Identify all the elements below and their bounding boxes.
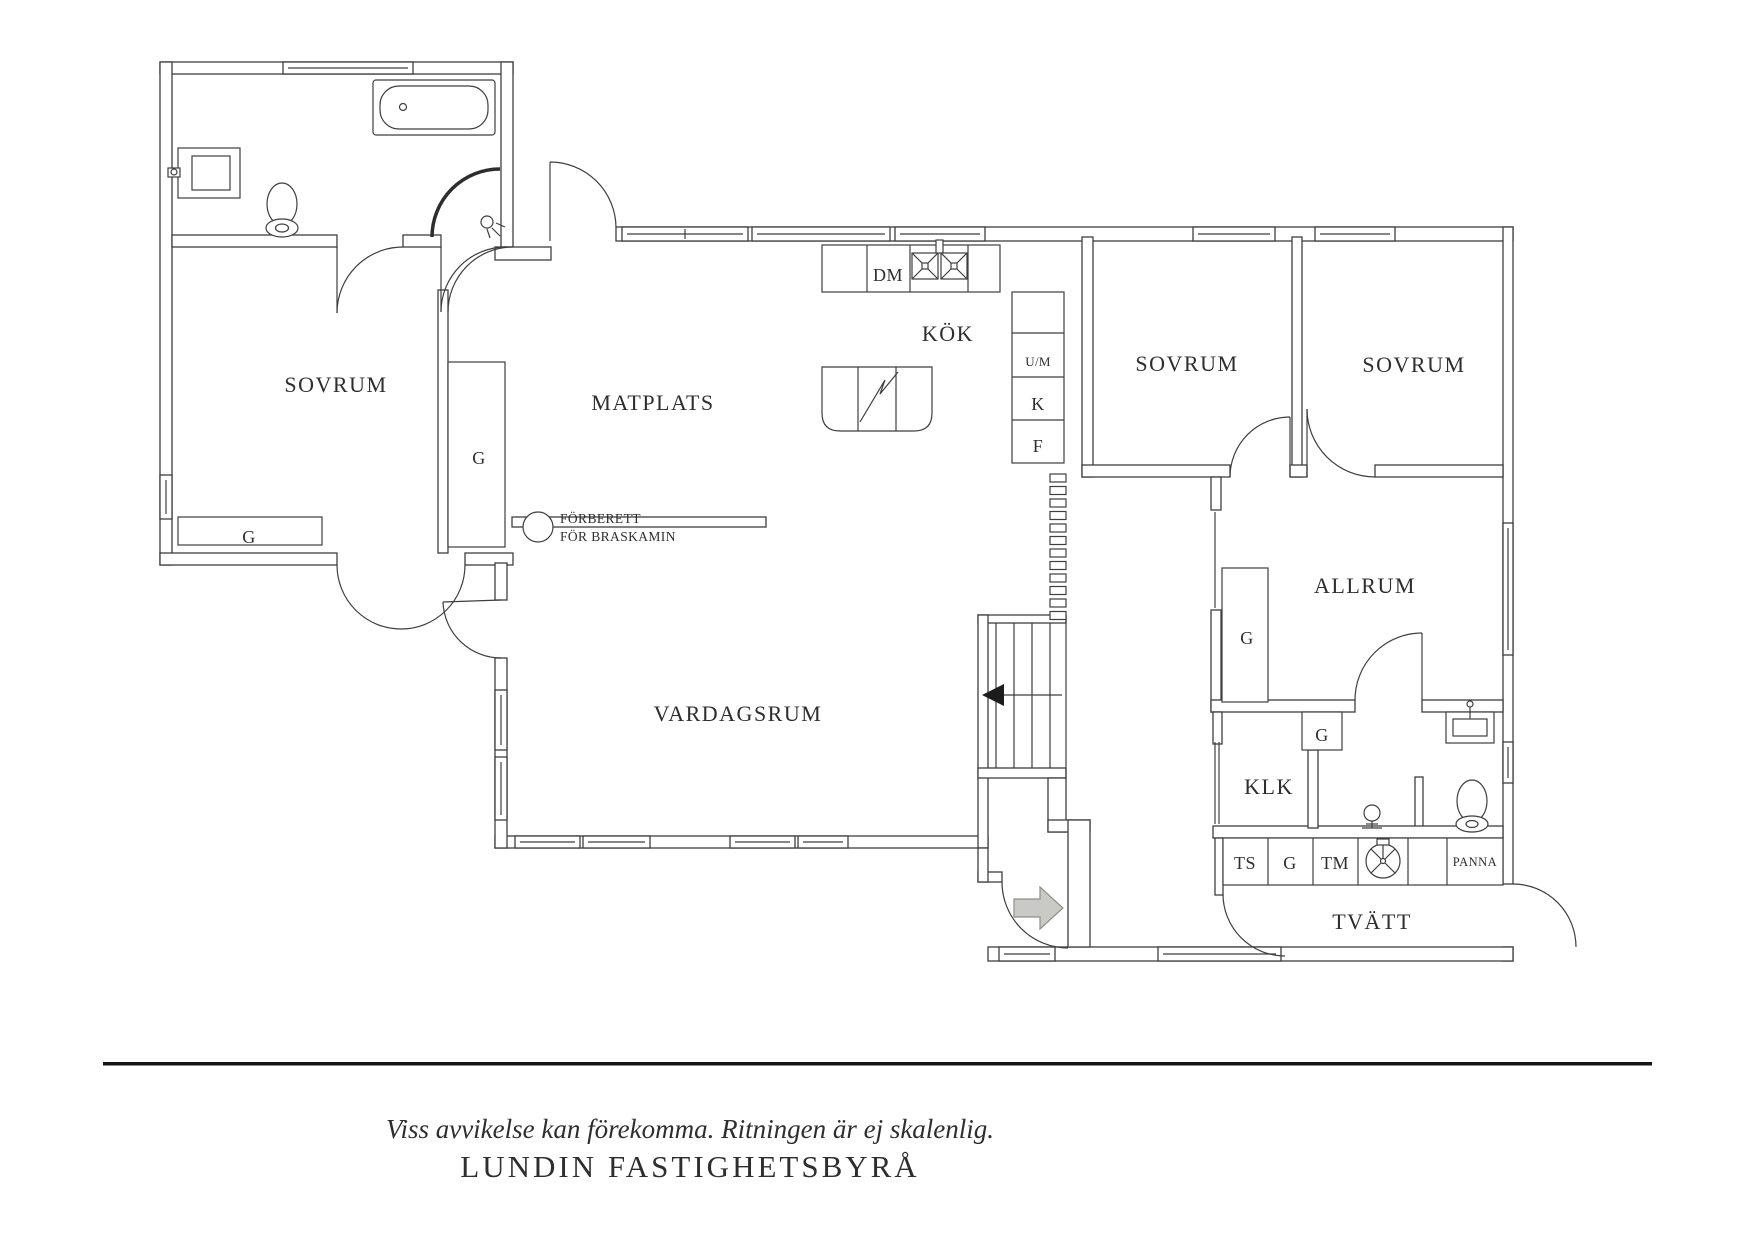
- room-label-tvatt: TVÄTT: [1332, 909, 1412, 934]
- double-door-right: [400, 564, 466, 630]
- wardrobe-allrum: [1221, 567, 1269, 703]
- door-vardagsrum-exterior: [442, 601, 502, 659]
- appliance-label-panna: PANNA: [1453, 855, 1497, 869]
- wardrobe-label: G: [1315, 725, 1329, 745]
- stove-symbol: [859, 371, 899, 423]
- stair-direction-arrow: [982, 684, 1004, 706]
- walls: [159, 61, 1514, 962]
- room-label-allrum: ALLRUM: [1314, 573, 1416, 598]
- window: [729, 835, 796, 849]
- double-door-left: [336, 564, 402, 630]
- window: [1502, 522, 1514, 656]
- wardrobe-label: G: [242, 527, 256, 547]
- footer-divider: [103, 1062, 1652, 1066]
- wc-toilet: [1455, 779, 1489, 833]
- window: [998, 946, 1056, 962]
- room-label-matplats: MATPLATS: [591, 390, 714, 415]
- footer-disclaimer: Viss avvikelse kan förekomma. Ritningen …: [386, 1114, 994, 1144]
- door-tvatt: [1222, 893, 1286, 957]
- room-label-klk: KLK: [1244, 774, 1294, 799]
- room-label-kok: KÖK: [922, 321, 974, 346]
- wardrobe-sovrum-1-wall: [177, 516, 323, 546]
- room-label-sovrum-1: SOVRUM: [284, 372, 387, 397]
- door-sovrum-3: [1306, 408, 1376, 478]
- window: [1314, 226, 1396, 242]
- wc-sink: [1445, 700, 1495, 744]
- appliance-label-tm: TM: [1321, 853, 1349, 873]
- stove-island: [821, 366, 933, 432]
- window: [494, 756, 508, 821]
- window: [159, 474, 173, 520]
- appliance-label-dm: DM: [873, 265, 903, 285]
- window: [582, 835, 651, 849]
- footer-brand: LUNDIN FASTIGHETSBYRÅ: [460, 1149, 919, 1184]
- appliance-label-um: U/M: [1025, 354, 1051, 369]
- ribbed-wall: [1049, 473, 1067, 621]
- window: [1502, 741, 1514, 784]
- wardrobe-label: G: [1240, 628, 1254, 648]
- door-sovrum-2: [1229, 416, 1291, 478]
- room-labels: SOVRUM MATPLATS KÖK SOVRUM SOVRUM ALLRUM…: [284, 321, 1465, 934]
- window: [797, 835, 849, 849]
- wardrobe-hall: [1301, 711, 1343, 751]
- appliance-label-k: K: [1031, 394, 1045, 414]
- window: [1157, 946, 1282, 962]
- laundry-row: [1222, 804, 1504, 886]
- bathroom-fixtures: [167, 79, 506, 239]
- fixture-labels: G G G G G DM U/M K F TS TM PANNA: [242, 265, 1497, 873]
- door-sovrum-matplats: [447, 246, 514, 313]
- wardrobe-label: G: [1283, 853, 1297, 873]
- door-matplats-exterior: [549, 161, 617, 228]
- doors: [336, 161, 1577, 957]
- window: [1192, 226, 1276, 242]
- fireplace-note: FÖRBERETT FÖR BRASKAMIN: [522, 511, 676, 544]
- footer: Viss avvikelse kan förekomma. Ritningen …: [103, 1062, 1652, 1184]
- stairs: [982, 615, 1067, 778]
- window: [621, 226, 749, 242]
- room-label-sovrum-3: SOVRUM: [1362, 352, 1465, 377]
- window: [514, 835, 581, 849]
- window: [494, 689, 508, 751]
- wardrobe-sovrum-1-column: [447, 361, 506, 548]
- door-entry: [1001, 881, 1069, 949]
- wc-fixtures: [1445, 700, 1495, 833]
- room-label-sovrum-2: SOVRUM: [1135, 351, 1238, 376]
- appliance-label-f: F: [1033, 436, 1044, 456]
- door-bathroom-sovrum: [336, 246, 404, 314]
- window: [894, 226, 986, 242]
- toilet: [265, 182, 299, 238]
- windows: [159, 61, 1514, 962]
- room-label-vardagsrum: VARDAGSRUM: [654, 701, 823, 726]
- door-allrum: [1354, 632, 1423, 701]
- kitchen-counter: [821, 244, 1001, 293]
- window: [282, 61, 414, 75]
- appliance-label-ts: TS: [1234, 853, 1256, 873]
- fireplace-circle-icon: [522, 511, 554, 543]
- entry-direction-arrow: [1013, 885, 1064, 931]
- door-bathroom-hall: [440, 246, 507, 313]
- washing-machine: [1365, 838, 1401, 879]
- fireplace-note-line-2: FÖR BRASKAMIN: [560, 529, 676, 544]
- appliance-column: [1011, 291, 1065, 464]
- door-tvatt-exterior: [1512, 883, 1577, 948]
- closets: [177, 361, 1343, 824]
- kitchen-sink: [911, 239, 968, 280]
- fireplace-note-line-1: FÖRBERETT: [560, 511, 641, 526]
- bathtub: [372, 79, 496, 136]
- shower: [430, 167, 506, 239]
- wardrobe-label: G: [472, 448, 486, 468]
- kitchen-fixtures: [821, 239, 1065, 464]
- window: [751, 226, 891, 242]
- bathroom-sink: [167, 147, 241, 199]
- floor-drain: [1362, 804, 1382, 829]
